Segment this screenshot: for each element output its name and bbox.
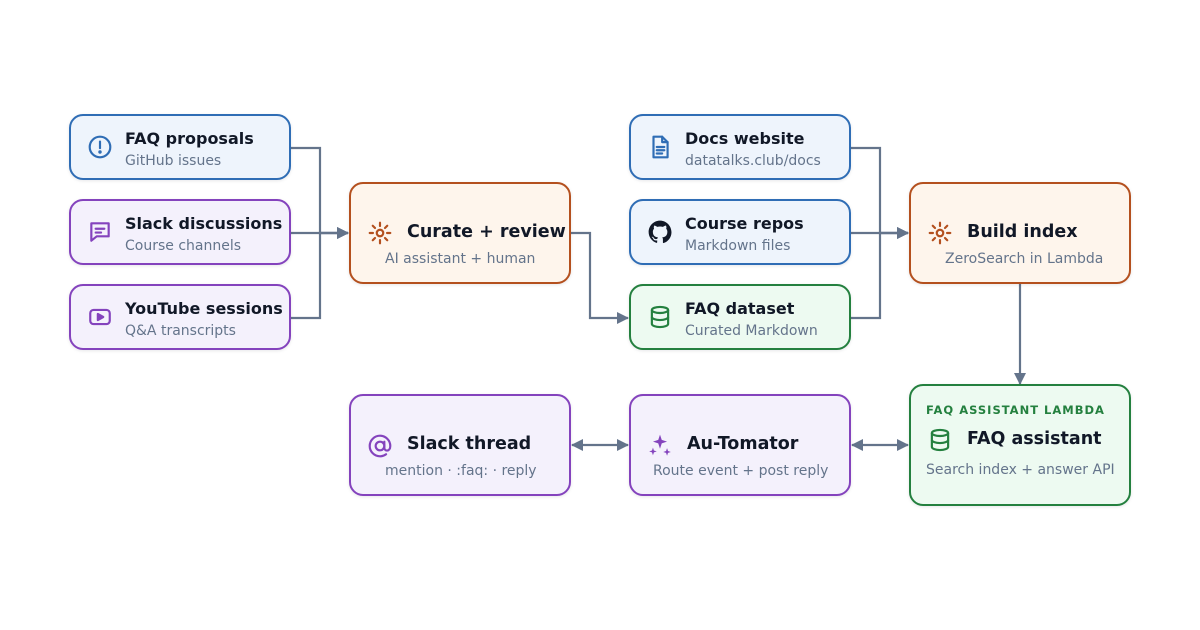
edge-faq-proposals-to-curate [290,146,349,239]
node-title: FAQ assistant [967,429,1102,449]
node-eyebrow: FAQ ASSISTANT LAMBDA [926,403,1105,417]
node-youtube-sessions: YouTube sessions Q&A transcripts [69,284,291,350]
at-sign-icon [367,433,393,459]
edge-docs-website-to-build-index [850,146,909,239]
message-square-icon [87,219,113,245]
node-title: Au-Tomator [687,434,799,454]
node-build-index: Build index ZeroSearch in Lambda [909,182,1131,284]
node-subtitle: Search index + answer API [926,462,1115,478]
database-icon [927,427,953,453]
node-subtitle: Course channels [125,238,242,254]
node-faq-proposals: FAQ proposals GitHub issues [69,114,291,180]
node-subtitle: GitHub issues [125,153,222,169]
node-title: Curate + review [407,222,566,242]
node-faq-dataset: FAQ dataset Curated Markdown [629,284,851,350]
gear-icon [927,220,953,246]
node-docs-website: Docs website datatalks.club/docs [629,114,851,180]
document-icon [647,134,673,160]
edge-curate-to-faq-dataset [570,231,629,324]
youtube-icon [87,304,113,330]
node-course-repos: Course repos Markdown files [629,199,851,265]
node-subtitle: ZeroSearch in Lambda [945,251,1104,267]
node-title: FAQ dataset [685,299,795,318]
database-icon [647,304,673,330]
sparkles-icon [647,433,673,459]
node-slack-thread: Slack thread mention · :faq: · reply [349,394,571,496]
alert-circle-icon [87,134,113,160]
node-title: Slack thread [407,434,532,454]
node-subtitle: Markdown files [685,238,791,254]
node-slack-discussions: Slack discussions Course channels [69,199,291,265]
node-title: Slack discussions [125,214,283,233]
edge-youtube-sessions-to-curate [290,227,349,320]
node-title: Docs website [685,129,805,148]
edge-faq-dataset-to-build-index [850,227,909,320]
node-subtitle: Curated Markdown [685,323,818,339]
node-au-tomator: Au-Tomator Route event + post reply [629,394,851,496]
node-subtitle: datatalks.club/docs [685,153,821,169]
node-title: Course repos [685,214,804,233]
github-icon [647,219,673,245]
node-subtitle: mention · :faq: · reply [385,463,537,479]
node-title: YouTube sessions [125,299,283,318]
node-title: FAQ proposals [125,129,254,148]
node-title: Build index [967,222,1078,242]
node-subtitle: AI assistant + human [385,251,536,267]
node-subtitle: Q&A transcripts [125,323,236,339]
gear-icon [367,220,393,246]
node-subtitle: Route event + post reply [653,463,829,479]
node-faq-assistant: FAQ ASSISTANT LAMBDA FAQ assistant Searc… [909,384,1131,506]
node-curate-review: Curate + review AI assistant + human [349,182,571,284]
